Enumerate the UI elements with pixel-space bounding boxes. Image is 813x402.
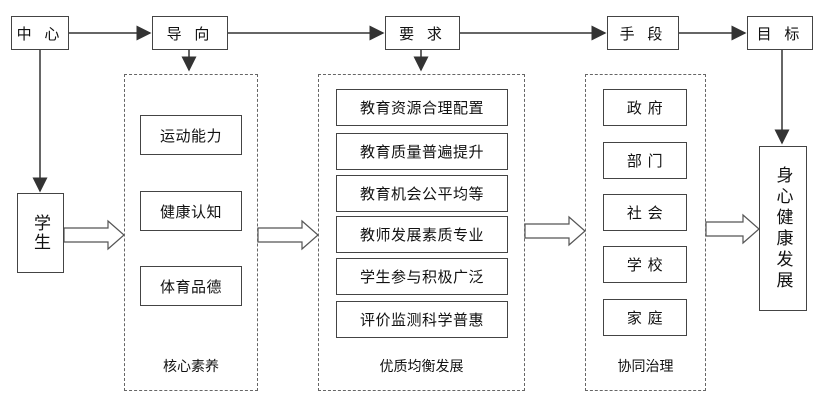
outcome-box: 身心健康发展 xyxy=(759,146,807,311)
hollow-arrow-core-to-quality xyxy=(257,219,319,251)
header-requirement: 要 求 xyxy=(385,16,460,50)
governance-group xyxy=(585,74,706,391)
header-goal: 目 标 xyxy=(747,16,813,50)
quality-item-3: 教师发展素质专业 xyxy=(336,216,508,253)
student-box: 学生 xyxy=(17,193,64,273)
core-literacy-group xyxy=(124,74,258,391)
quality-item-1: 教育质量普遍提升 xyxy=(336,133,508,170)
quality-item-4: 学生参与积极广泛 xyxy=(336,258,508,295)
core-literacy-label: 核心素养 xyxy=(163,359,219,375)
core-item-motor-ability: 运动能力 xyxy=(140,115,242,155)
quality-balance-group xyxy=(318,74,525,391)
governance-item-family: 家 庭 xyxy=(603,299,687,336)
governance-item-society: 社 会 xyxy=(603,194,687,231)
quality-item-5: 评价监测科学普惠 xyxy=(336,301,508,338)
hollow-arrow-governance-to-outcome xyxy=(705,213,760,245)
quality-item-2: 教育机会公平均等 xyxy=(336,175,508,212)
header-means: 手 段 xyxy=(607,16,679,50)
hollow-arrow-student-to-core xyxy=(63,219,125,251)
core-item-sports-ethics: 体育品德 xyxy=(140,266,242,306)
header-center: 中 心 xyxy=(11,16,69,50)
quality-item-0: 教育资源合理配置 xyxy=(336,89,508,126)
governance-item-school: 学 校 xyxy=(603,246,687,283)
quality-balance-label: 优质均衡发展 xyxy=(379,359,464,375)
core-item-health-cognition: 健康认知 xyxy=(140,191,242,231)
governance-item-government: 政 府 xyxy=(603,89,687,126)
governance-label: 协同治理 xyxy=(617,359,674,375)
governance-item-departments: 部 门 xyxy=(603,142,687,179)
hollow-arrow-quality-to-governance xyxy=(524,215,586,247)
header-guide: 导 向 xyxy=(152,16,228,50)
